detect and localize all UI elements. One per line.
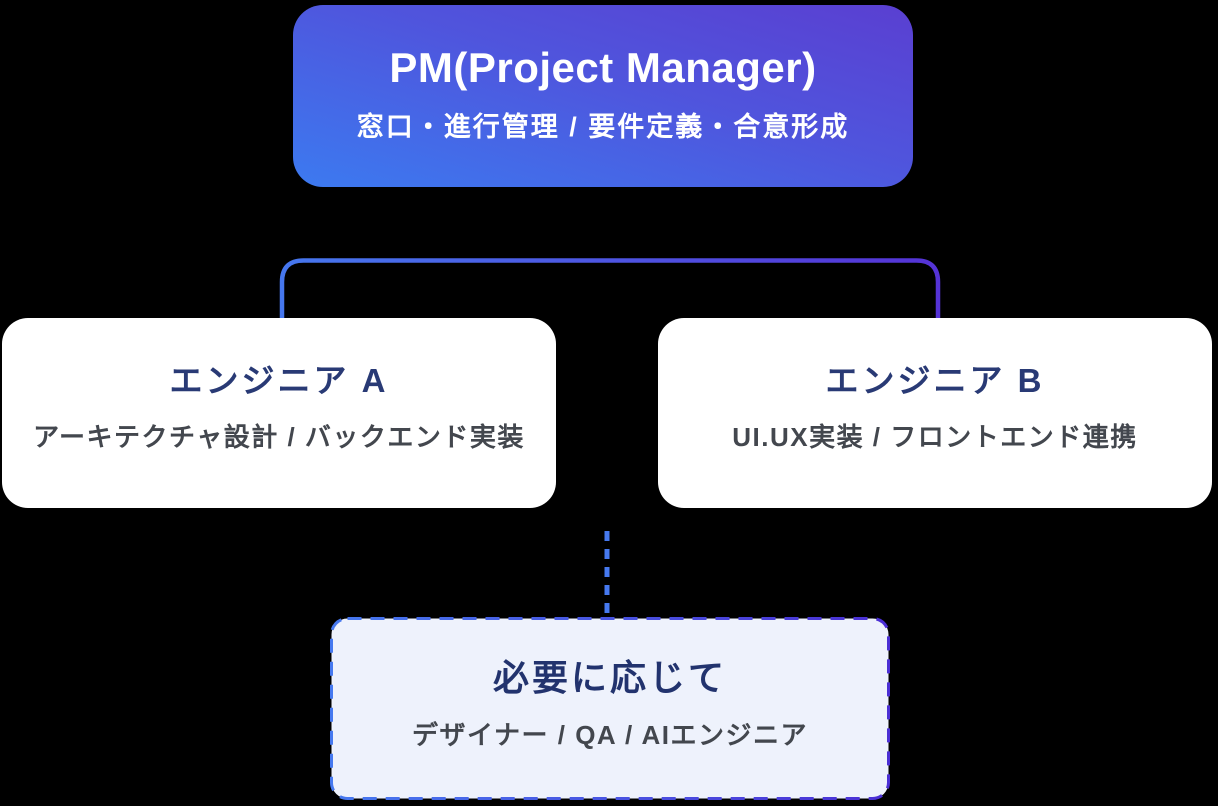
- engineer-a-subtitle: アーキテクチャ設計 / バックエンド実装: [33, 422, 525, 453]
- optional-box-outline: [330, 617, 890, 800]
- pm-title: PM(Project Manager): [389, 44, 817, 92]
- optional-subtitle: デザイナー / QA / AIエンジニア: [412, 719, 808, 750]
- node-pm: PM(Project Manager) 窓口・進行管理 / 要件定義・合意形成: [293, 5, 913, 187]
- node-engineer-a: エンジニア A アーキテクチャ設計 / バックエンド実装: [2, 318, 556, 508]
- engineer-b-subtitle: UI.UX実装 / フロントエンド連携: [732, 422, 1138, 453]
- node-engineer-b: エンジニア B UI.UX実装 / フロントエンド連携: [658, 318, 1212, 508]
- engineer-a-title: エンジニア A: [169, 361, 389, 399]
- optional-title: 必要に応じて: [492, 657, 727, 699]
- pm-subtitle: 窓口・進行管理 / 要件定義・合意形成: [356, 111, 850, 142]
- node-optional: 必要に応じて デザイナー / QA / AIエンジニア: [330, 617, 890, 800]
- engineer-b-title: エンジニア B: [825, 361, 1045, 399]
- connector-bracket: [279, 258, 941, 320]
